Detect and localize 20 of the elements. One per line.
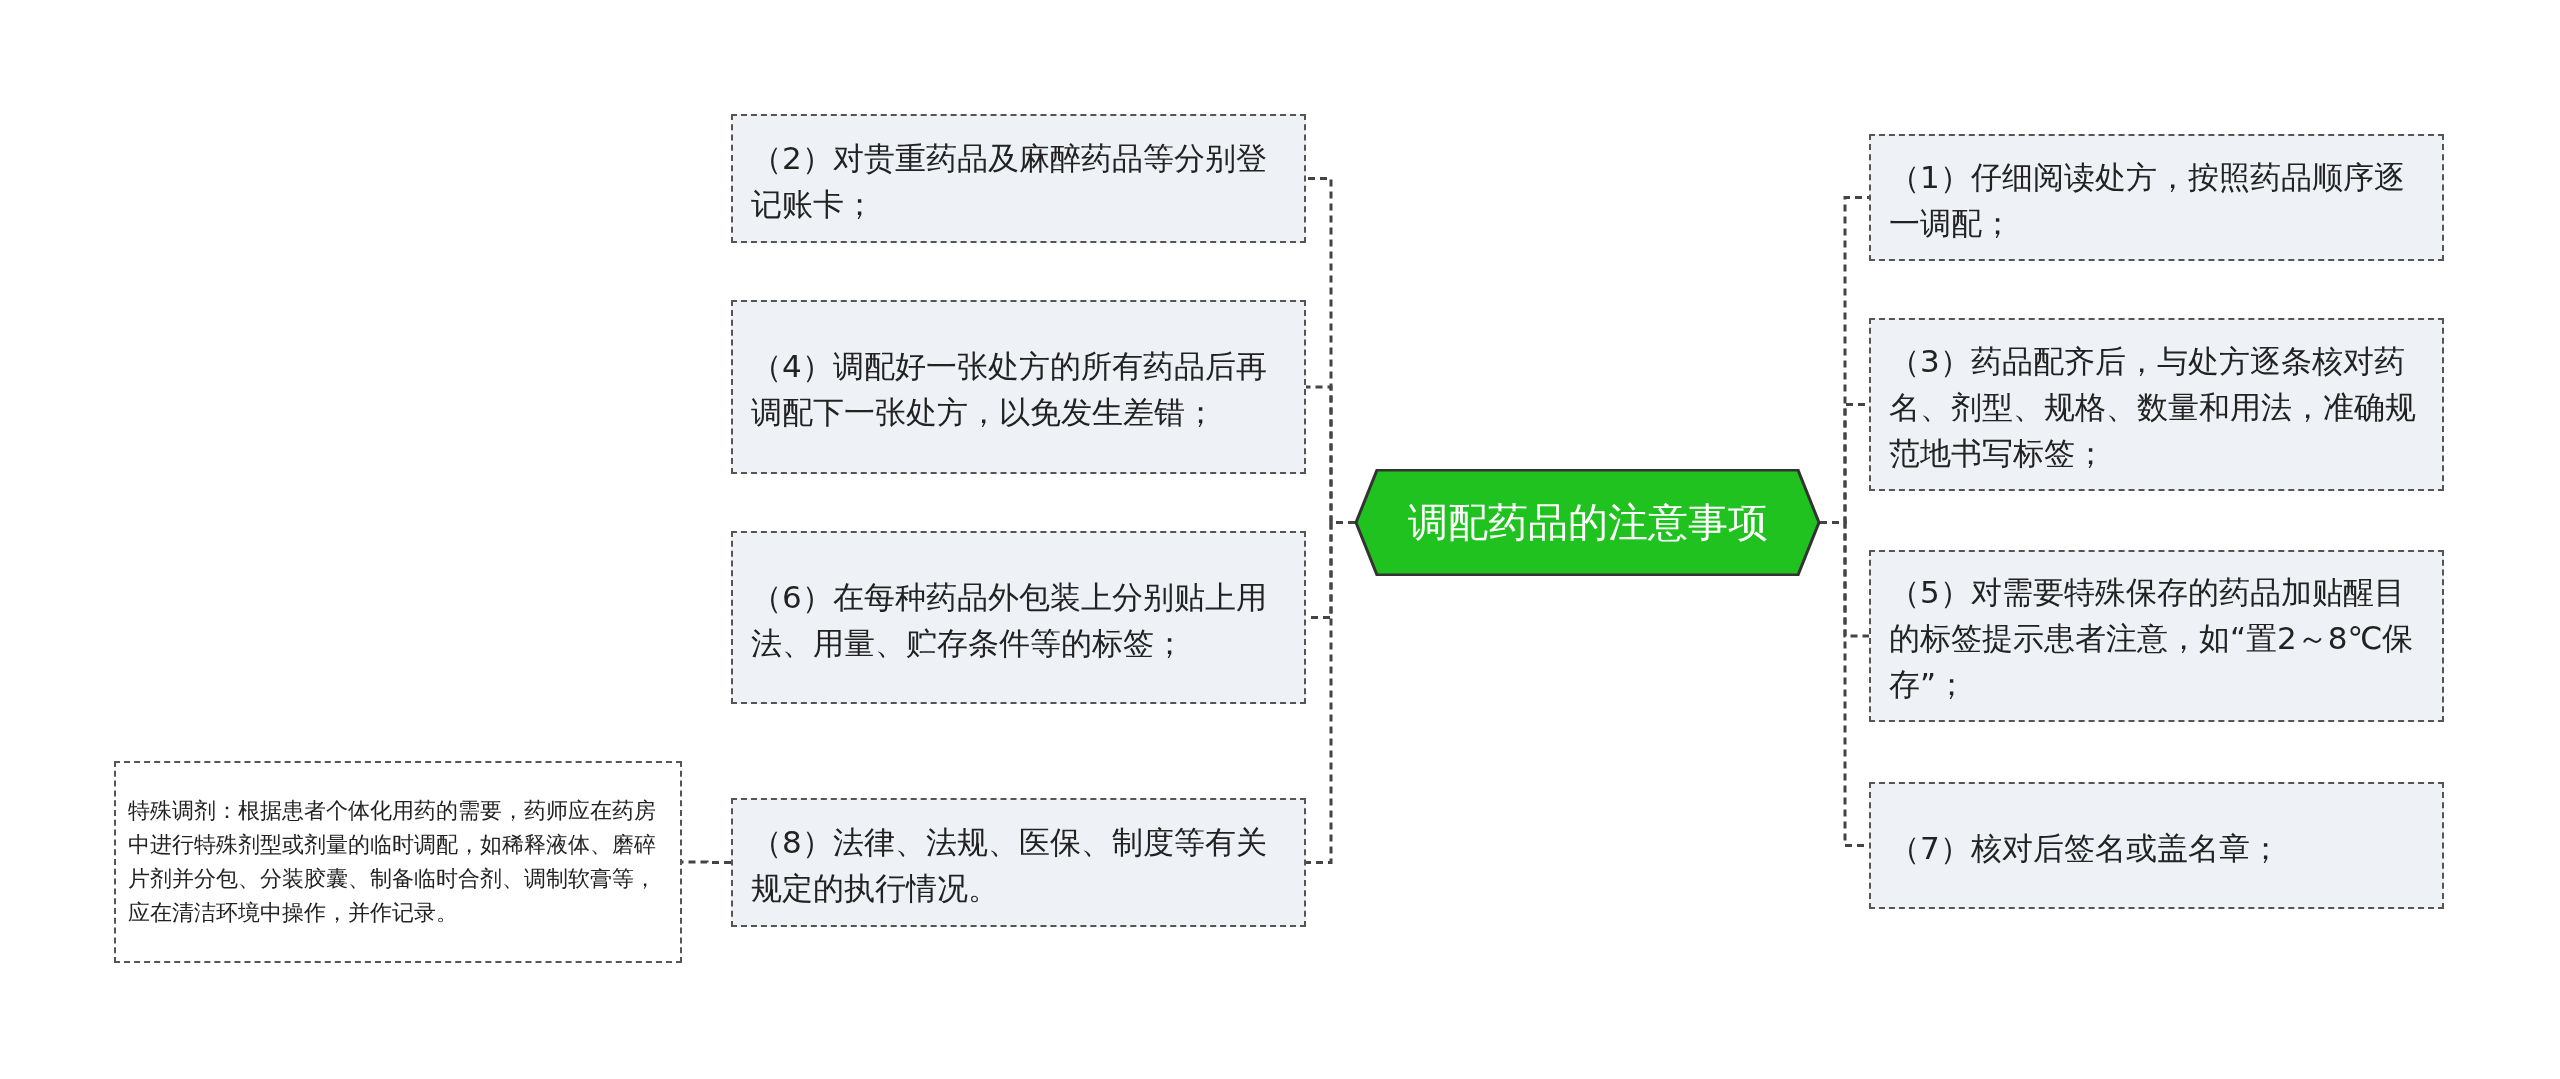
topic-box	[731, 114, 1306, 243]
topic-box	[1869, 134, 2444, 261]
topic-text: （2）对贵重药品及麻醉药品等分别登记账卡；	[751, 138, 1268, 224]
connector-line	[1306, 521, 1355, 864]
topic-text: （5）对需要特殊保存的药品加贴醒目的标签提示患者注意，如“置2～8℃保存”；	[1889, 573, 2415, 704]
topic-text: （1）仔细阅读处方，按照药品顺序逐一调配；	[1889, 157, 2406, 243]
note-box	[114, 761, 682, 963]
topic-box	[1869, 550, 2444, 722]
topic-box	[1869, 782, 2444, 909]
topic-text: （3）药品配齐后，与处方逐条核对药名、剂型、规格、数量和用法，准确规范地书写标签；	[1889, 341, 2417, 473]
topic-text: （4）调配好一张处方的所有药品后再调配下一张处方，以免发生差错；	[751, 347, 1268, 432]
topic-text: （8）法律、法规、医保、制度等有关规定的执行情况。	[751, 822, 1268, 908]
topic-text: 调配药品的注意事项	[1407, 498, 1768, 547]
topic-text: （7）核对后签名或盖名章；	[1889, 828, 2281, 868]
topic-text: 特殊调剂：根据患者个体化用药的需要，药师应在药房中进行特殊剂型或剂量的临时调配，如稀释液体、磨碎片剂并分包、分装胶囊、制备临时合剂、调制软膏等，应在清洁环境中操作，并作记录。	[128, 797, 657, 927]
topic-box	[1869, 318, 2444, 491]
topic-box	[731, 798, 1306, 927]
topic-box	[731, 300, 1306, 474]
topic-box	[731, 531, 1306, 704]
topic-text: （6）在每种药品外包装上分别贴上用法、用量、贮存条件等的标签；	[751, 577, 1268, 663]
